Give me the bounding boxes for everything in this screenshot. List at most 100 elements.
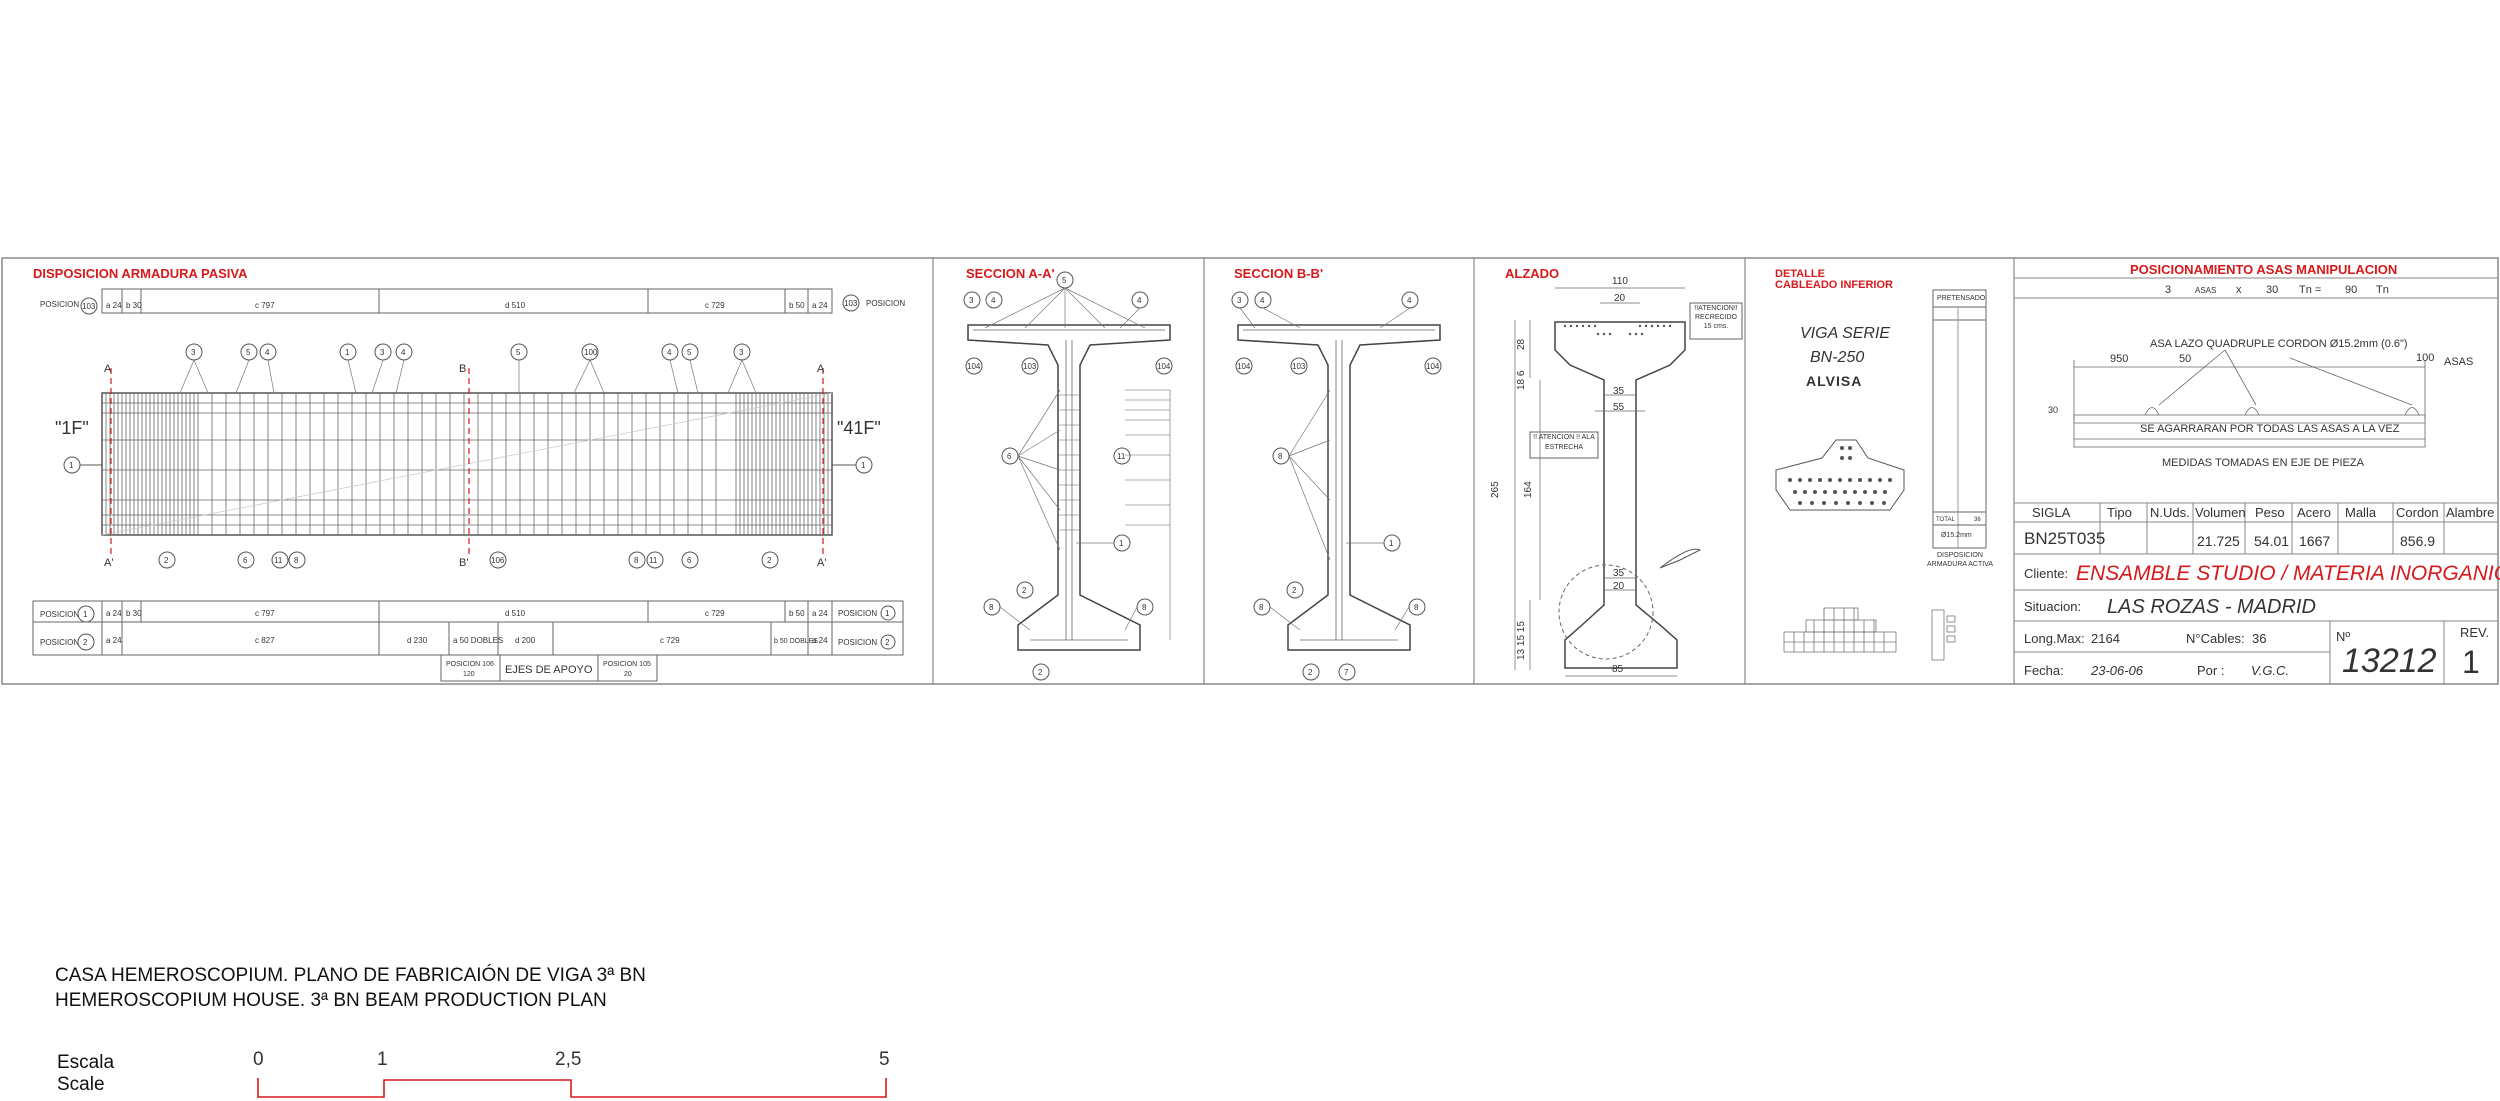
row2-cell: a 50 DOBLES: [453, 636, 503, 645]
apoyo-right-value: 20: [624, 671, 632, 678]
rebar-callout: 8: [634, 556, 639, 565]
situacion-label: Situacion:: [2024, 599, 2081, 614]
cable-layout-glyph: [1783, 607, 1956, 661]
dim-30: 30: [2048, 405, 2058, 415]
apoyo-right-label: POSICION 105: [603, 661, 651, 668]
section-callout: 2: [1038, 668, 1043, 677]
rebar-callout: 11: [649, 556, 658, 565]
rebar-callout: 6: [687, 556, 692, 565]
rebar-callout: 3: [191, 348, 196, 357]
pos-callout: 1: [83, 610, 88, 619]
seccion-a-panel: SECCION A-A' 5 3 4 4 104 103 104: [963, 266, 1173, 681]
section-mark: A: [817, 363, 825, 375]
rebar-callout: 3: [380, 348, 385, 357]
col-nuds: N.Uds.: [2150, 505, 2190, 520]
posicionamiento-panel: POSICIONAMIENTO ASAS MANIPULACION 3 ASAS…: [2014, 262, 2498, 469]
acero-value: 1667: [2299, 533, 2330, 549]
row1-cell: d 510: [505, 609, 526, 618]
dim-35b: 35: [1613, 568, 1625, 579]
scale-label-es: Escala: [57, 1052, 115, 1073]
seccion-a-title: SECCION A-A': [966, 266, 1055, 281]
asas-count: 3: [2165, 284, 2171, 296]
pos-callout: 103: [82, 302, 96, 311]
col-malla: Malla: [2345, 505, 2377, 520]
top-cell: b 30: [126, 301, 142, 310]
right-end-tag: "41F": [837, 418, 881, 438]
section-callout: 1: [1119, 539, 1124, 548]
dim-100: 100: [2416, 352, 2434, 364]
asa-lazo-label: ASA LAZO QUADRUPLE CORDON Ø15.2mm (0.6"): [2150, 338, 2408, 350]
apoyo-left-value: 120: [463, 671, 475, 678]
section-callout: 104: [1426, 362, 1440, 371]
fecha-value: 23-06-06: [2090, 663, 2144, 678]
times-sign: x: [2236, 284, 2242, 296]
situacion-value: LAS ROZAS - MADRID: [2107, 596, 2316, 618]
section-mark: B': [459, 557, 468, 569]
rev-value: 1: [2462, 644, 2480, 680]
numero-label: Nº: [2336, 629, 2350, 644]
row2-cell: d 230: [407, 636, 428, 645]
agarrar-note: SE AGARRARAN POR TODAS LAS ASAS A LA VEZ: [2140, 423, 2400, 435]
rebar-callout: 11: [274, 556, 283, 565]
fecha-label: Fecha:: [2024, 663, 2064, 678]
dim-35: 35: [1613, 386, 1625, 397]
top-cell: a 24: [812, 301, 828, 310]
por-label: Por :: [2197, 663, 2224, 678]
section-callout: 1: [1389, 539, 1394, 548]
section-mark: B: [459, 363, 466, 375]
dim-110: 110: [1612, 276, 1628, 287]
section-callout: 3: [969, 296, 974, 305]
section-callout: 8: [1414, 603, 1419, 612]
dim-950: 950: [2110, 353, 2128, 365]
section-callout: 104: [1157, 362, 1171, 371]
cables-value: 36: [2252, 631, 2266, 646]
section-callout: 8: [1278, 452, 1283, 461]
row2-cell: d 200: [515, 636, 536, 645]
asas-label: ASAS: [2444, 356, 2473, 368]
rebar-callout: 6: [243, 556, 248, 565]
armadura-title: DISPOSICION ARMADURA PASIVA: [33, 266, 248, 281]
tn-per-asa: 30: [2266, 284, 2278, 296]
rebar-callout: 1: [345, 348, 350, 357]
scale-label: Escala Scale: [57, 1052, 114, 1096]
peso-value: 54.01: [2254, 533, 2289, 549]
section-callout: 4: [1407, 296, 1412, 305]
scale-tick-label: 2,5: [555, 1049, 581, 1070]
top-cell: b 50: [789, 301, 805, 310]
cableado-title-2: CABLEADO INFERIOR: [1775, 279, 1893, 291]
section-callout: 5: [1062, 276, 1067, 285]
section-callout: 4: [1137, 296, 1142, 305]
cliente-label: Cliente:: [2024, 566, 2068, 581]
rebar-callout: 5: [246, 348, 251, 357]
section-mark: A: [104, 363, 112, 375]
dim-55: 55: [1613, 402, 1625, 413]
col-acero: Acero: [2297, 505, 2331, 520]
posicionamiento-title: POSICIONAMIENTO ASAS MANIPULACION: [2130, 262, 2397, 277]
volumen-value: 21.725: [2197, 533, 2240, 549]
section-callout: 2: [1292, 586, 1297, 595]
top-cell: a 24: [106, 301, 122, 310]
pos-callout: 1: [885, 609, 890, 618]
rebar-callout: 100: [584, 348, 598, 357]
disposicion-2: ARMADURA ACTIVA: [1927, 561, 1993, 568]
cordon-diameter: Ø15.2mm: [1941, 532, 1972, 539]
section-callout: 103: [1023, 362, 1037, 371]
tn-total: 90: [2345, 284, 2357, 296]
section-callout: 4: [991, 296, 996, 305]
row1-cell: b 50: [789, 609, 805, 618]
pos-callout: 2: [885, 638, 890, 647]
rebar-callout: 8: [294, 556, 299, 565]
scale-tick-label: 5: [879, 1049, 890, 1070]
posicion-label: POSICION: [40, 610, 79, 619]
posicion-label: POSICION: [40, 638, 79, 647]
end-callout: 1: [69, 461, 74, 470]
section-callout: 11: [1117, 452, 1126, 461]
viga-model: BN-250: [1810, 349, 1864, 366]
alvisa-logo: ALVISA: [1806, 373, 1862, 389]
scale-bar: 0 1 2,5 5: [253, 1049, 890, 1098]
top-cell: c 797: [255, 301, 275, 310]
row2-cell: b 50 DOBLES: [774, 638, 818, 645]
alzado-title: ALZADO: [1505, 266, 1559, 281]
section-callout: 104: [1237, 362, 1251, 371]
rev-label: REV.: [2460, 625, 2489, 640]
